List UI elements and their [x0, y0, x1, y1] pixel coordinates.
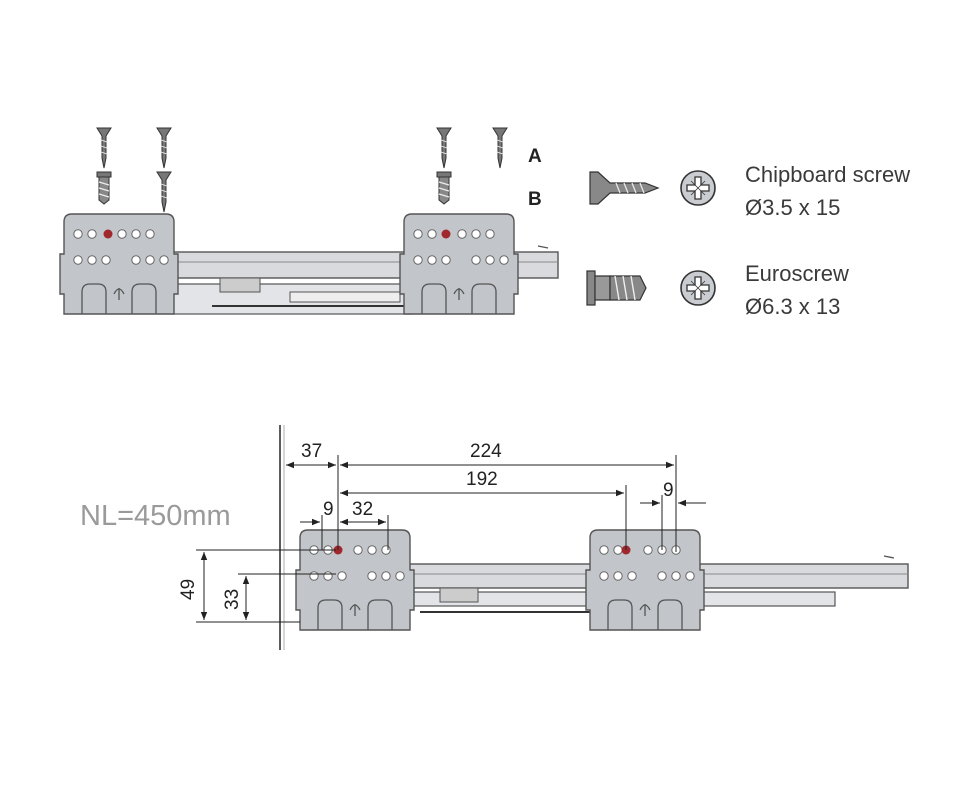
nominal-length-label: NL=450mm	[80, 500, 231, 532]
dim-37: 37	[301, 441, 322, 462]
screw-a-1	[96, 127, 112, 169]
chipboard-screw-size: Ø3.5 x 15	[745, 195, 840, 220]
screw-a-5	[156, 171, 172, 213]
dim-33: 33	[222, 589, 243, 610]
dim-224: 224	[470, 441, 502, 462]
top-bracket-right	[399, 213, 519, 315]
dim-9-right: 9	[663, 480, 674, 501]
euroscrew-head-icon	[680, 270, 716, 306]
euroscrew-size: Ø6.3 x 13	[745, 294, 840, 319]
bottom-bracket-left	[295, 529, 415, 631]
euroscrew-title: Euroscrew	[745, 261, 849, 286]
label-b: B	[528, 189, 542, 210]
top-assembly: A B	[59, 127, 559, 315]
screw-b-2	[436, 171, 452, 205]
top-right-marker	[441, 229, 451, 239]
screw-legend: Chipboard screw Ø3.5 x 15 Euroscrew Ø6.3…	[586, 162, 910, 319]
dim-192: 192	[466, 469, 498, 490]
screw-a-2	[156, 127, 172, 169]
euroscrew-icon	[586, 270, 647, 306]
dim-49: 49	[178, 579, 199, 600]
screw-a-3	[436, 127, 452, 169]
top-bracket-left	[59, 213, 179, 315]
dim-9-left: 9	[323, 499, 334, 520]
top-left-marker	[103, 229, 113, 239]
chipboard-screw-head-icon	[680, 170, 716, 206]
screw-a-4	[492, 127, 508, 169]
chipboard-screw-title: Chipboard screw	[745, 162, 910, 187]
dim-32: 32	[352, 499, 373, 520]
bottom-bracket-right	[585, 529, 705, 631]
label-a: A	[528, 146, 542, 167]
bottom-assembly: 37 224 192 9 9 32 49 33 NL=450mm	[80, 425, 909, 650]
chipboard-screw-icon	[589, 171, 660, 205]
dimension-lines	[196, 455, 706, 623]
screw-b-1	[96, 171, 112, 205]
